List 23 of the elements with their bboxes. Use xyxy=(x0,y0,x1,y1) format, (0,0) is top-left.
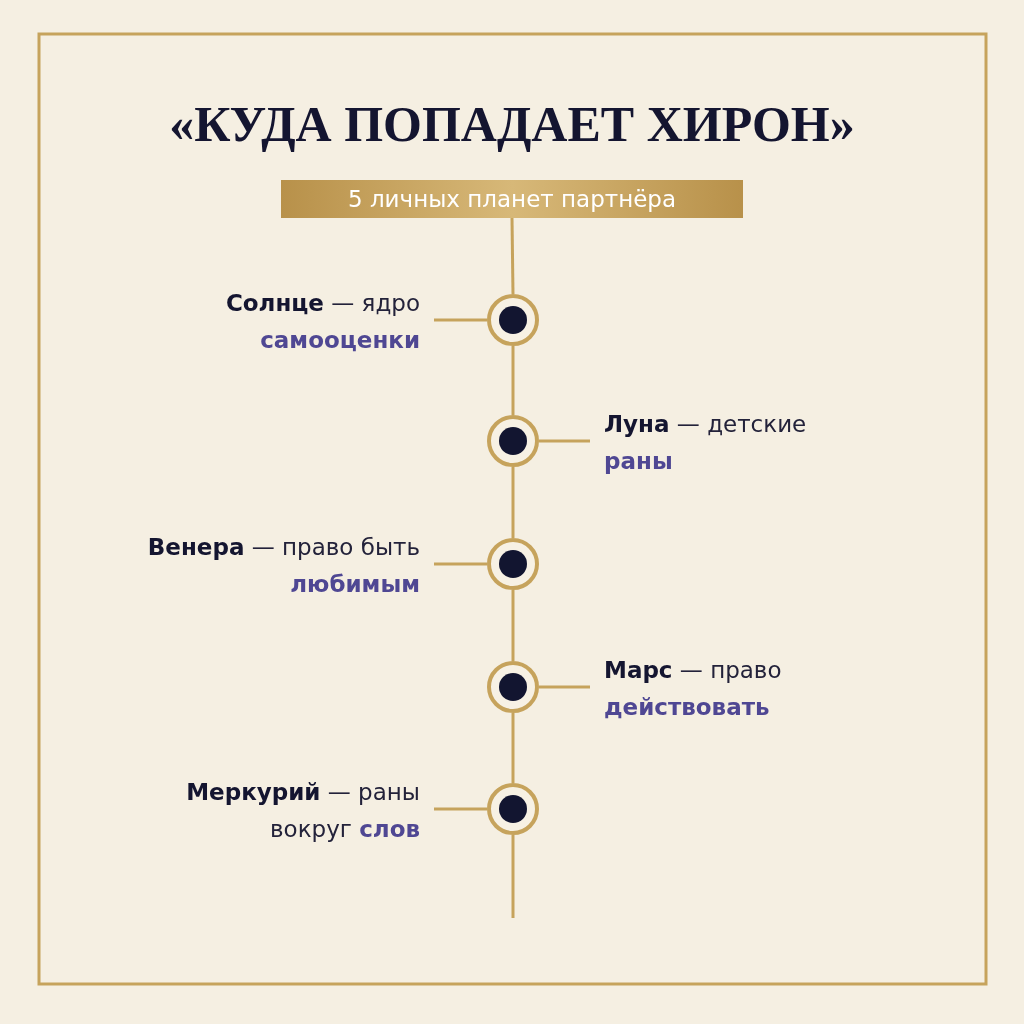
subtitle-banner: 5 личных планет партнёра xyxy=(281,180,743,218)
planet-description: Меркурий — раны вокруг слов xyxy=(100,774,420,850)
timeline-line xyxy=(511,835,515,918)
timeline-dot xyxy=(487,294,539,346)
leader-line xyxy=(434,562,487,566)
leader-line xyxy=(434,807,487,811)
leader-line xyxy=(434,318,487,322)
timeline-dot xyxy=(487,538,539,590)
planet-description: Луна — детские раны xyxy=(604,406,874,482)
timeline-dot xyxy=(487,415,539,467)
planet-description: Венера — право быть любимым xyxy=(100,529,420,605)
timeline-line xyxy=(511,346,515,415)
timeline-line xyxy=(511,467,515,538)
planet-description: Марс — право действовать xyxy=(604,652,874,728)
leader-line xyxy=(539,439,590,443)
planet-description: Солнце — ядро самооценки xyxy=(100,285,420,361)
timeline-dot xyxy=(487,783,539,835)
timeline-line xyxy=(510,217,515,295)
timeline-line xyxy=(511,713,515,783)
title: «КУДА ПОПАДАЕТ ХИРОН» xyxy=(168,95,856,153)
leader-line xyxy=(539,685,590,689)
timeline-dot xyxy=(487,661,539,713)
timeline-line xyxy=(511,590,515,661)
